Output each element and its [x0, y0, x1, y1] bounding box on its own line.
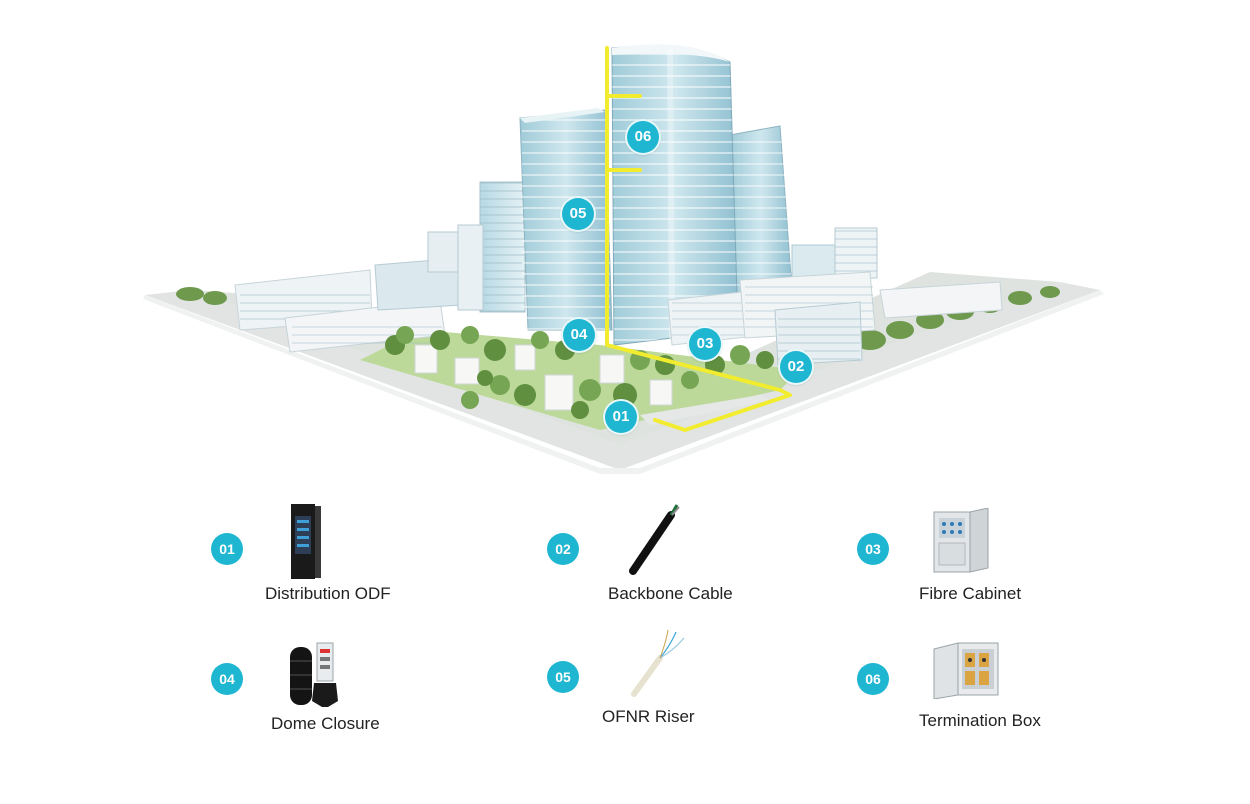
legend-label-ofnr-riser: OFNR Riser — [602, 707, 695, 726]
legend-label-distribution-odf: Distribution ODF — [265, 584, 391, 603]
legend-badge-02: 02 — [547, 533, 579, 565]
scene-marker-04: 04 — [563, 319, 595, 351]
legend-badge-04: 04 — [211, 663, 243, 695]
backbone-cable-icon — [625, 503, 685, 580]
low-rise-right — [667, 271, 1003, 366]
scene-marker-01: 01 — [605, 401, 637, 433]
legend-badge-01: 01 — [211, 533, 243, 565]
ofnr-riser-icon — [624, 628, 688, 705]
mid-rise-left — [457, 181, 526, 313]
residential-block — [414, 344, 673, 411]
legend-badge-06: 06 — [857, 663, 889, 695]
city-illustration — [143, 44, 1104, 474]
legend-label-fibre-cabinet: Fibre Cabinet — [919, 584, 1022, 603]
city-scene: 06 05 04 03 02 01 — [143, 44, 1104, 474]
legend-label-termination-box: Termination Box — [919, 711, 1041, 730]
scene-marker-06: 06 — [627, 121, 659, 153]
legend-badge-05: 05 — [547, 661, 579, 693]
termination-box-icon — [932, 641, 1002, 704]
distribution-odf-icon — [285, 502, 325, 587]
legend-label-dome-closure: Dome Closure — [271, 714, 380, 733]
legend-label-backbone-cable: Backbone Cable — [608, 584, 733, 603]
fibre-cabinet-icon — [932, 507, 992, 579]
legend-badge-03: 03 — [857, 533, 889, 565]
scene-marker-05: 05 — [562, 198, 594, 230]
scene-marker-02: 02 — [780, 351, 812, 383]
dome-closure-icon — [284, 641, 344, 714]
fibre-route — [605, 46, 792, 432]
main-tower — [611, 44, 739, 346]
scene-marker-03: 03 — [689, 328, 721, 360]
